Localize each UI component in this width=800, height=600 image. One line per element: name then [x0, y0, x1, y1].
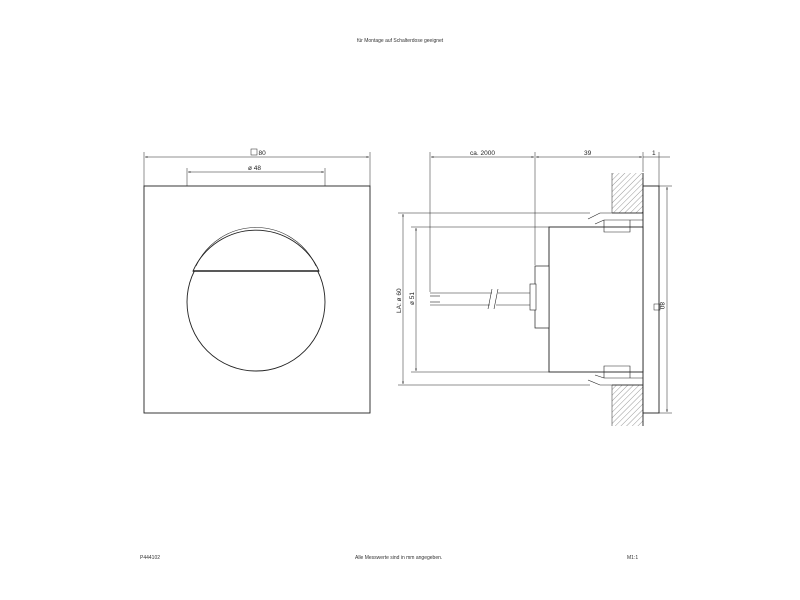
side-view: [398, 152, 672, 426]
side-front-plate: [642, 185, 660, 414]
square-symbol-icon: [250, 148, 258, 156]
housing: [548, 226, 644, 373]
front-view: [143, 148, 371, 414]
plate-thickness-label: 1: [652, 150, 656, 157]
front-inner-label: ø 48: [248, 165, 261, 172]
mounting-note: für Montage auf Schalterdose geeignet: [357, 38, 444, 44]
article-number: P444102: [140, 555, 161, 561]
body-diameter-label: ø 51: [409, 292, 416, 305]
cable-length-label: ca. 2000: [470, 150, 495, 157]
bottom-clip: [587, 365, 643, 386]
height-label: 80: [658, 302, 665, 310]
front-plate-outline: [143, 185, 371, 414]
cutout-label: LA: ø 60: [396, 288, 403, 313]
light-opening: [192, 229, 320, 272]
front-width-label: 80: [259, 150, 267, 157]
top-clip: [587, 212, 643, 233]
scale-label: M1:1: [627, 555, 639, 561]
depth-label: 39: [584, 150, 592, 157]
square-symbol-side-icon: [653, 303, 661, 311]
units-note: Alle Messwerte sind in mm angegeben.: [355, 555, 443, 561]
connector: [534, 265, 550, 329]
cable: [430, 288, 530, 310]
